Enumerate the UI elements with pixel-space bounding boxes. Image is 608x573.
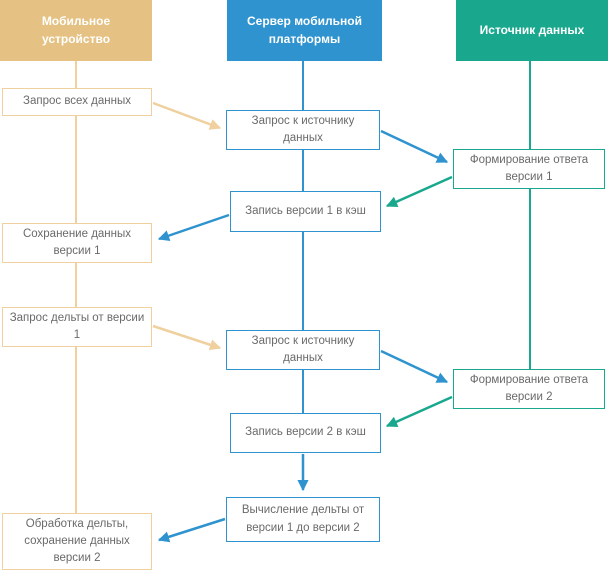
lane-header-platform-server: Сервер мобильной платформы	[227, 0, 382, 61]
box-request-to-source-2: Запрос к источнику данных	[226, 330, 380, 370]
box-save-data-v1: Сохранение данных версии 1	[2, 223, 152, 263]
lane-title: Мобильное устройство	[41, 14, 111, 46]
arrow-server-to-source-v1	[380, 129, 449, 164]
box-write-v2-to-cache: Запись версии 2 в кэш	[230, 413, 381, 453]
box-process-delta-save-v2: Обработка дельты, сохранение данных верс…	[2, 513, 152, 570]
lane-header-data-source: Источник данных	[456, 0, 608, 61]
arrow-response-v2-to-cache	[385, 395, 453, 428]
box-write-v1-to-cache: Запись версии 1 в кэш	[230, 191, 381, 232]
box-form-response-v1: Формирование ответа версии 1	[453, 149, 605, 189]
lane-title: Источник данных	[479, 22, 585, 37]
box-request-delta-from-v1: Запрос дельты от версии 1	[2, 307, 152, 347]
box-compute-delta-v1-v2: Вычисление дельты от версии 1 до версии …	[226, 497, 380, 542]
arrow-request-all-to-server	[152, 101, 222, 130]
lane-header-mobile-device: Мобильное устройство	[0, 0, 152, 61]
lane-title: Сервер мобильной платформы	[246, 14, 363, 46]
arrow-response-v1-to-cache	[385, 175, 453, 208]
box-request-all-data: Запрос всех данных	[2, 88, 152, 116]
arrow-delta-to-mobile	[157, 517, 226, 543]
box-form-response-v2: Формирование ответа версии 2	[453, 369, 605, 409]
arrow-server-to-source-v2	[380, 349, 449, 384]
arrow-request-delta-to-server	[152, 324, 222, 351]
arrow-cache-v1-to-mobile	[157, 213, 230, 242]
box-request-to-source-1: Запрос к источнику данных	[226, 110, 380, 150]
